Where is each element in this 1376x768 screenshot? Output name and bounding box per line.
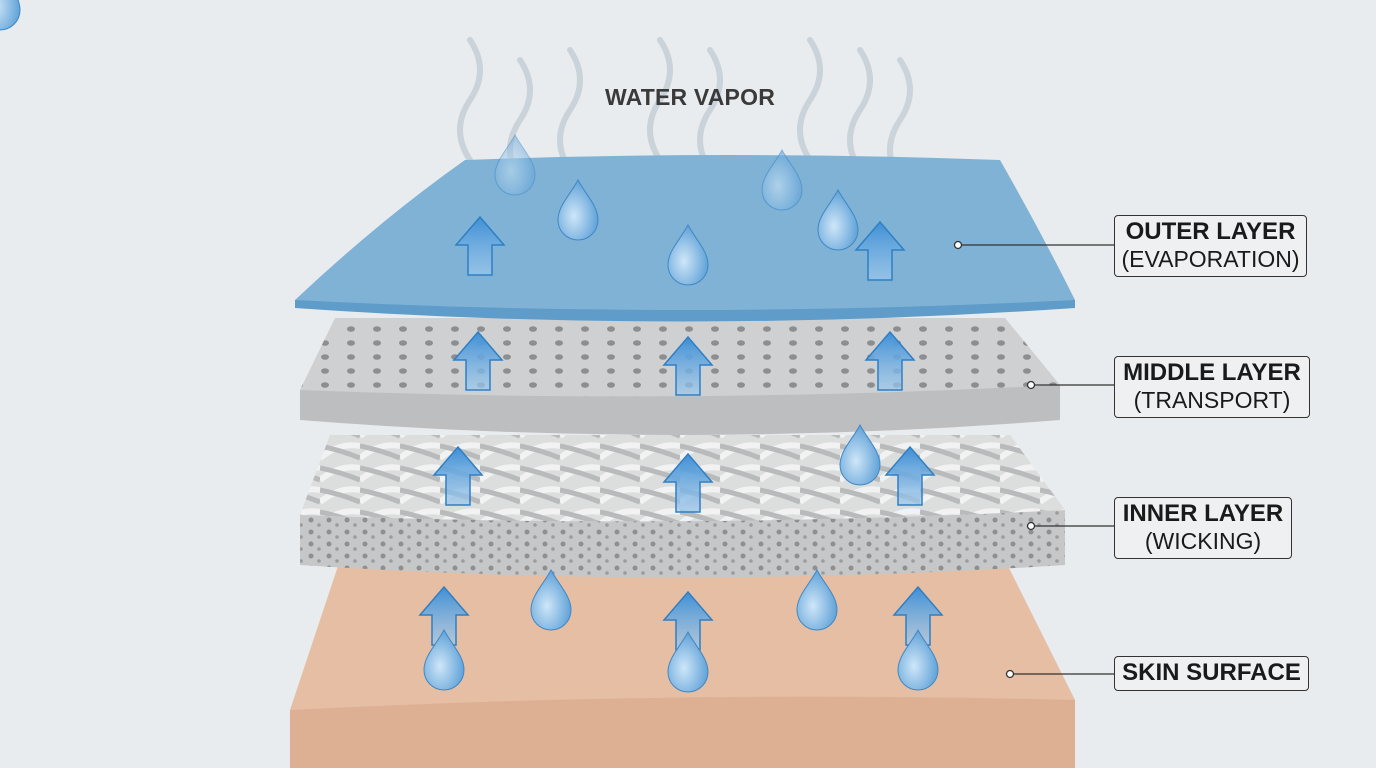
vapor-wisps [457, 37, 913, 183]
label-main: INNER LAYER [1122, 500, 1284, 527]
label-sub: (WICKING) [1144, 528, 1262, 554]
label-main: OUTER LAYER [1125, 218, 1296, 245]
label-main: MIDDLE LAYER [1123, 359, 1301, 386]
label-skin-surface: SKIN SURFACE [1114, 656, 1309, 691]
label-outer-layer: OUTER LAYER (EVAPORATION) [1114, 215, 1307, 277]
leader-lines [953, 240, 1114, 679]
water-droplets [0, 0, 939, 693]
water-vapor-title: WATER VAPOR [604, 84, 776, 110]
label-inner-layer: INNER LAYER (WICKING) [1114, 497, 1292, 559]
label-sub: (TRANSPORT) [1133, 387, 1291, 413]
label-sub: (EVAPORATION) [1121, 246, 1300, 272]
label-middle-layer: MIDDLE LAYER (TRANSPORT) [1114, 356, 1310, 418]
label-main: SKIN SURFACE [1122, 659, 1301, 686]
